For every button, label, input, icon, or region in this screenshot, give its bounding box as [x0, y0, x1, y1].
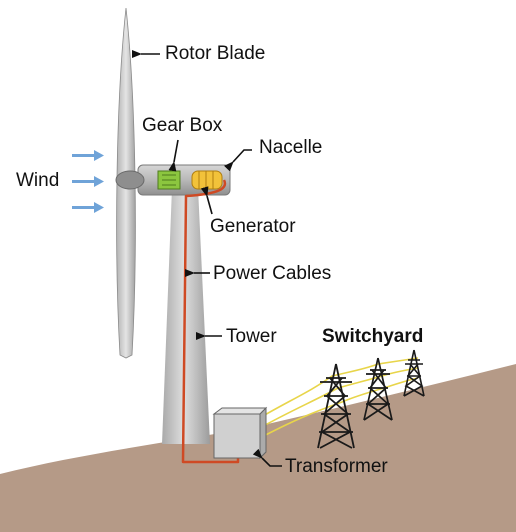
transformer-box: [212, 406, 268, 460]
rotor-blade-label: Rotor Blade: [165, 43, 266, 64]
wind-arrow-icon: [72, 202, 104, 213]
nacelle-label: Nacelle: [259, 137, 323, 158]
tower: [162, 188, 210, 444]
pylon-icon: [403, 349, 425, 397]
wind-arrow-icon: [72, 176, 104, 187]
generator-label: Generator: [210, 216, 296, 237]
wind-arrow-icon: [72, 150, 104, 161]
gear-box-label: Gear Box: [142, 115, 223, 136]
pylon-icon: [363, 357, 393, 421]
tower-label: Tower: [226, 326, 277, 347]
wind-label: Wind: [16, 170, 60, 191]
generator-component: [191, 170, 223, 190]
pylon-icon: [317, 363, 355, 449]
pointer-arrow-icon: [132, 50, 282, 467]
switchyard-label: Switchyard: [322, 326, 424, 347]
power-cables-label: Power Cables: [213, 263, 332, 284]
transmission-lines: [255, 357, 419, 441]
power-cable: [181, 179, 240, 464]
transformer-label: Transformer: [285, 456, 388, 477]
rotor-hub: [115, 170, 145, 190]
